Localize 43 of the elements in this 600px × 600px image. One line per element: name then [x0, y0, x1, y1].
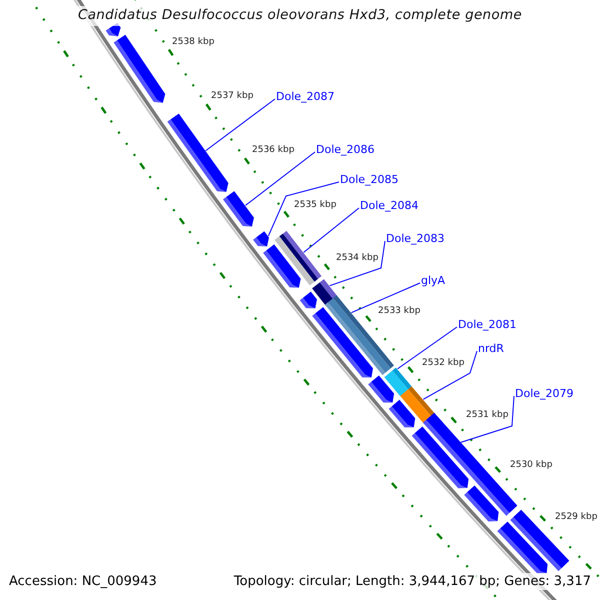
tick-label: 2534 kbp: [336, 254, 378, 263]
gene-block: [274, 230, 322, 286]
gene-glyph: [497, 522, 548, 574]
gene-label: nrdR: [478, 343, 504, 354]
gene-glyph: [312, 307, 373, 378]
tick-label: 2536 kbp: [252, 146, 294, 155]
gene-label: Dole_2085: [340, 174, 399, 185]
gene-label: glyA: [421, 275, 446, 286]
gene-label: Dole_2084: [360, 200, 419, 211]
leader-line: [244, 152, 316, 206]
gene-glyph: [114, 34, 166, 103]
gene-glyph: [368, 375, 394, 403]
leader-line: [268, 182, 340, 236]
leader-line: [303, 208, 360, 253]
gene-block: [384, 368, 412, 396]
gene-glyph: [222, 191, 254, 227]
gene-block: [400, 386, 436, 424]
gene-label: Dole_2079: [515, 388, 574, 399]
tick-label: 2530 kbp: [510, 461, 552, 470]
gene-label: Dole_2087: [276, 91, 335, 102]
leader-line: [396, 326, 458, 370]
gene-glyph: [253, 231, 269, 247]
leader-line: [205, 98, 276, 152]
tick-label: 2529 kbp: [555, 513, 598, 522]
tick-label: 2532 kbp: [422, 359, 464, 368]
gene-glyph: [167, 114, 228, 192]
leader-line: [422, 350, 478, 400]
tick-label: 2537 kbp: [211, 92, 254, 101]
leader-line: [329, 240, 386, 286]
gene-glyph: [388, 400, 416, 428]
gene-label: Dole_2083: [386, 233, 445, 244]
gene-glyph: [263, 244, 301, 288]
leader-line: [460, 396, 514, 443]
gene-glyph: [300, 292, 317, 308]
gene-label: Dole_2086: [316, 144, 375, 155]
gene-glyph: [412, 426, 469, 488]
tick-label: 2531 kbp: [466, 411, 508, 420]
tick-label: 2535 kbp: [294, 201, 336, 210]
gene-label: Dole_2081: [458, 319, 517, 330]
leader-line: [350, 282, 420, 314]
gene-block: [312, 279, 338, 306]
tick-label: 2533 kbp: [378, 307, 420, 316]
gene-glyph: [464, 486, 499, 522]
